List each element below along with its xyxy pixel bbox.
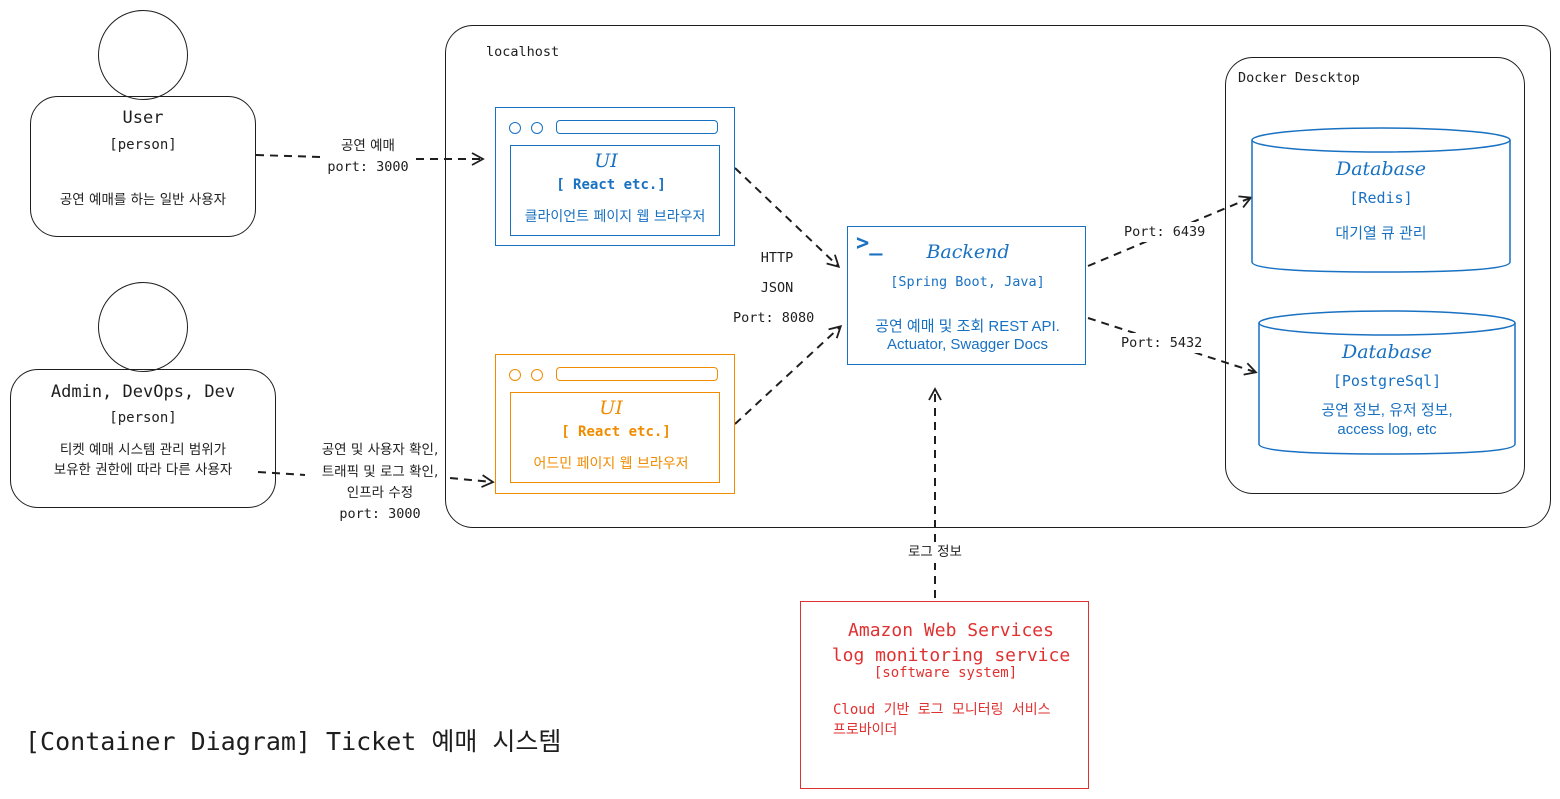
aws-description-line-2: 프로바이더	[833, 722, 898, 738]
edge-label-admin-line-1: 공연 및 사용자 확인,	[321, 442, 439, 458]
person-name: Admin, DevOps, Dev	[50, 382, 236, 402]
redis-database[interactable]: Database [Redis] 대기열 큐 관리	[1252, 128, 1510, 272]
edge-label-admin-line-2: 트래픽 및 로그 확인,	[321, 464, 439, 480]
client-ui-tag: [ React etc.]	[556, 177, 666, 193]
postgres-tag: [PostgreSql]	[1332, 372, 1442, 390]
terminal-prompt-icon: >_	[856, 231, 883, 256]
window-dot-icon	[531, 369, 543, 381]
person-head-icon	[98, 282, 188, 372]
edge-label-port-5432: Port: 5432	[1121, 333, 1203, 353]
aws-title-line-2: log monitoring service	[831, 645, 1071, 666]
edge-label-admin-line-4: port: 3000	[339, 506, 421, 522]
person-description: 공연 예매를 하는 일반 사용자	[59, 192, 227, 208]
admin-ui-description: 어드민 페이지 웹 브라우저	[533, 456, 689, 472]
edge-admin-to-admin-ui-2	[449, 474, 495, 488]
client-ui-container[interactable]: UI [ React etc.] 클라이언트 페이지 웹 브라우저	[495, 107, 735, 246]
admin-ui-title: UI	[599, 397, 623, 419]
person-user[interactable]: User [person] 공연 예매를 하는 일반 사용자	[30, 10, 256, 238]
person-tag: [person]	[109, 137, 177, 153]
edge-label-user-line-1: 공연 예매	[341, 138, 395, 154]
redis-description: 대기열 큐 관리	[1335, 225, 1427, 242]
edge-label-log-info: 로그 정보	[885, 542, 985, 563]
client-ui-description: 클라이언트 페이지 웹 브라우저	[524, 209, 706, 225]
aws-tag: [software system]	[873, 665, 1018, 681]
backend-title: Backend	[926, 241, 1010, 263]
aws-log-monitoring-system[interactable]: Amazon Web Services log monitoring servi…	[800, 601, 1089, 789]
aws-description-line-1: Cloud 기반 로그 모니터링 서비스	[833, 702, 1051, 718]
admin-ui-viewport: UI [ React etc.] 어드민 페이지 웹 브라우저	[510, 392, 720, 483]
redis-title: Database	[1335, 158, 1426, 180]
edge-admin-to-admin-ui	[257, 471, 306, 476]
admin-ui-container[interactable]: UI [ React etc.] 어드민 페이지 웹 브라우저	[495, 354, 735, 494]
edge-admin-ui-to-backend	[734, 325, 843, 425]
docker-boundary	[1225, 57, 1525, 494]
person-description-line-2: 보유한 권한에 따라 다른 사용자	[53, 462, 233, 478]
window-dot-icon	[509, 122, 521, 134]
window-dot-icon	[509, 369, 521, 381]
postgres-description-line-1: 공연 정보, 유저 정보,	[1321, 402, 1453, 419]
edge-label-port-8080: Port: 8080	[733, 310, 815, 326]
url-bar	[556, 367, 718, 381]
admin-ui-tag: [ React etc.]	[561, 424, 671, 440]
edge-label-port-6439: Port: 6439	[1124, 222, 1206, 242]
window-dot-icon	[531, 122, 543, 134]
backend-tag: [Spring Boot, Java]	[890, 274, 1045, 290]
postgres-description-line-2: access log, etc	[1337, 421, 1437, 438]
backend-description-line-1: 공연 예매 및 조회 REST API.	[875, 318, 1060, 335]
edge-label-http: HTTP	[760, 250, 794, 266]
localhost-boundary	[445, 25, 1551, 528]
redis-cylinder	[1251, 127, 1511, 273]
person-head-icon	[98, 10, 188, 100]
edge-user-to-client-ui	[255, 154, 321, 158]
client-ui-title: UI	[594, 150, 618, 172]
url-bar	[556, 120, 718, 134]
edge-label-json: JSON	[760, 280, 794, 296]
postgres-title: Database	[1341, 341, 1432, 363]
postgres-cylinder	[1258, 310, 1516, 455]
edge-client-ui-to-backend	[734, 167, 841, 268]
docker-boundary-label: Docker Descktop	[1238, 70, 1360, 86]
backend-description-line-2: Actuator, Swagger Docs	[887, 336, 1048, 353]
postgres-database[interactable]: Database [PostgreSql] 공연 정보, 유저 정보, acce…	[1259, 311, 1515, 454]
localhost-boundary-label: localhost	[486, 44, 560, 60]
aws-title-line-1: Amazon Web Services	[848, 620, 1054, 641]
client-ui-viewport: UI [ React etc.] 클라이언트 페이지 웹 브라우저	[510, 145, 720, 236]
diagram-title: [Container Diagram] Ticket 예매 시스템	[25, 727, 562, 756]
person-description-line-1: 티켓 예매 시스템 관리 범위가	[59, 442, 227, 458]
person-tag: [person]	[109, 410, 177, 426]
edge-label-admin-line-3: 인프라 수정	[346, 485, 414, 501]
person-name: User	[122, 108, 164, 128]
edge-label-user-line-2: port: 3000	[327, 159, 409, 175]
person-admin[interactable]: Admin, DevOps, Dev [person] 티켓 예매 시스템 관리…	[10, 282, 276, 508]
backend-container[interactable]: >_ Backend [Spring Boot, Java] 공연 예매 및 조…	[847, 226, 1086, 365]
redis-tag: [Redis]	[1349, 189, 1413, 207]
